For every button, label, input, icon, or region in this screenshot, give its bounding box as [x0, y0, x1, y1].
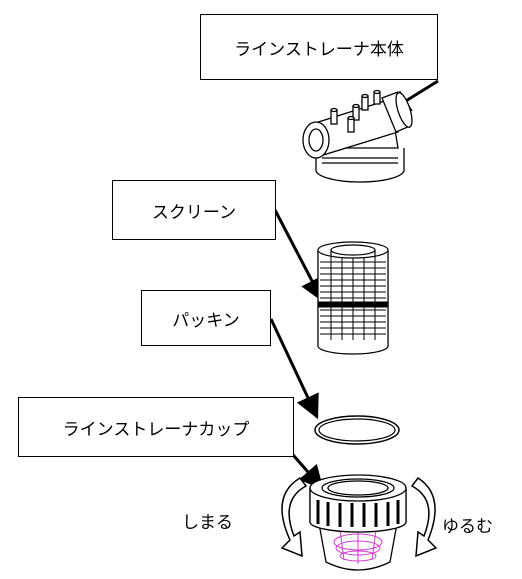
screen-part: [317, 241, 389, 355]
label-strainer-body: ラインストレーナ本体: [200, 14, 438, 80]
label-loosen: ゆるむ: [442, 517, 493, 537]
label-screen: スクリーン: [112, 180, 276, 240]
leader-line-packing: [269, 318, 319, 420]
strainer-cup-part: [309, 474, 407, 571]
loosen-arrow-icon: [410, 476, 438, 558]
leader-line-screen: [273, 209, 324, 303]
label-strainer-cup: ラインストレーナカップ: [18, 397, 294, 457]
tighten-arrow-icon: [280, 477, 308, 558]
packing-part: [314, 415, 400, 445]
label-tighten: しまる: [182, 513, 233, 533]
label-packing: パッキン: [141, 290, 271, 346]
strainer-body-part: [302, 89, 413, 183]
